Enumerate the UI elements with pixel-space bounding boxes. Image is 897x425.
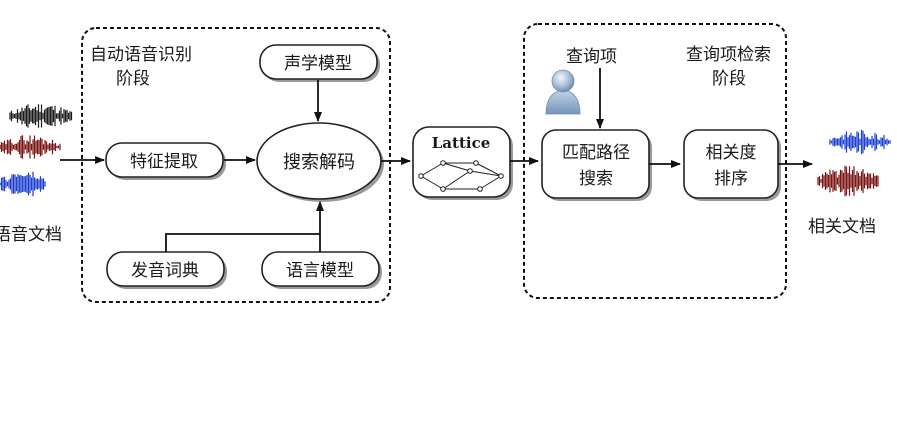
ranking-label-line2: 排序	[714, 169, 748, 189]
retrieval-stage-title-line2: 阶段	[712, 69, 746, 89]
ranking-label-line1: 相关度	[706, 143, 757, 163]
feature-extraction-label: 特征提取	[130, 152, 198, 172]
output-docs-label: 相关文档	[808, 217, 876, 237]
match-path-search-box: 匹配路径 搜索	[541, 129, 652, 201]
retrieval-stage-container	[523, 23, 787, 299]
input-docs-label: 语音文档	[0, 225, 62, 245]
waveform-red	[0, 135, 61, 159]
language-model-label: 语言模型	[286, 261, 354, 281]
retrieval-stage-title-line1: 查询项检索	[686, 45, 771, 65]
waveform-dark	[9, 104, 73, 128]
lattice-graph-icon	[418, 160, 504, 192]
waveform-blue	[0, 171, 46, 197]
search-decode-label: 搜索解码	[283, 152, 355, 173]
query-term-label: 查询项	[566, 47, 617, 67]
lattice-box: Lattice	[412, 126, 513, 200]
relevance-ranking-box: 相关度 排序	[683, 129, 781, 201]
output-waveforms	[817, 129, 891, 197]
pronunciation-dict-label: 发音词典	[131, 261, 199, 281]
feature-extraction-box: 特征提取	[105, 142, 226, 180]
user-icon	[545, 69, 581, 115]
lattice-label: Lattice	[432, 134, 491, 152]
connector-dict	[165, 233, 320, 252]
language-model-box: 语言模型	[261, 251, 382, 289]
input-waveforms	[0, 104, 73, 197]
acoustic-model-box: 声学模型	[259, 44, 380, 82]
pronunciation-dict-box: 发音词典	[106, 251, 227, 289]
match-path-label-line2: 搜索	[579, 169, 613, 189]
asr-stage-container	[81, 27, 391, 303]
acoustic-model-label: 声学模型	[284, 54, 352, 74]
waveform-red-output	[817, 165, 879, 197]
asr-stage-title-line1: 自动语音识别	[90, 45, 192, 65]
match-path-label-line1: 匹配路径	[562, 143, 630, 163]
search-decode-node: 搜索解码	[256, 122, 384, 202]
asr-stage-title-line2: 阶段	[116, 69, 150, 89]
waveform-blue-output	[829, 129, 891, 155]
